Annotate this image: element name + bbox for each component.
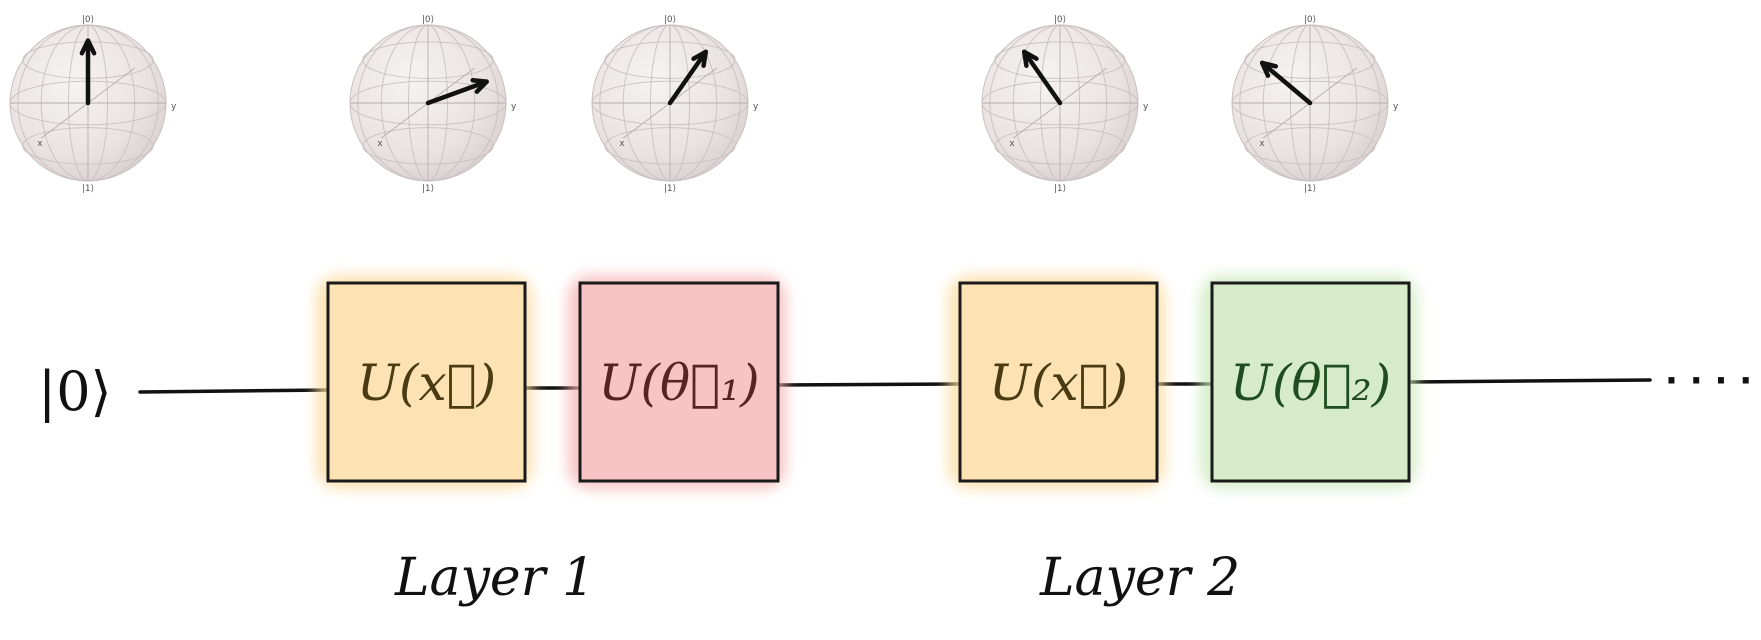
y-label: y — [1143, 102, 1149, 112]
sphere-initial: |0⟩ |1⟩ x y — [9, 15, 177, 194]
ket0-label: |0⟩ — [422, 15, 434, 25]
gate-box — [578, 281, 780, 483]
arrow-head — [1021, 49, 1039, 68]
input-state-label: |0⟩ — [38, 360, 112, 423]
sphere-after-layer-1: |0⟩ |1⟩ x y — [591, 15, 759, 194]
y-label: y — [511, 102, 517, 112]
state-vector-arrow — [1021, 49, 1063, 106]
state-vector-arrow — [425, 79, 489, 106]
x-label: x — [1009, 139, 1015, 149]
x-label: x — [1259, 139, 1265, 149]
arrow-head — [691, 49, 709, 68]
gate-label: U(θ⃗₁) — [598, 354, 759, 412]
bloch-sphere-row: |0⟩ |1⟩ x y |0⟩ |1⟩ x y |0⟩ |1⟩ x y |0⟩ |1⟩ x y |0⟩ |1⟩ x y — [9, 15, 1399, 194]
x-label: x — [619, 139, 625, 149]
y-label: y — [753, 102, 759, 112]
layer-1-label: Layer 1 — [394, 548, 595, 608]
sphere-after-encoding-1: |0⟩ |1⟩ x y — [349, 15, 517, 194]
state-vector-arrow — [667, 49, 709, 106]
sphere-after-layer-2: |0⟩ |1⟩ x y — [1231, 15, 1399, 194]
gate-2: U(θ⃗₁) — [568, 275, 786, 489]
y-label: y — [1393, 102, 1399, 112]
gate-label: U(θ⃗₂) — [1230, 354, 1391, 412]
gate-1: U(x⃗) — [316, 275, 533, 489]
x-label: x — [377, 139, 383, 149]
gate-4: U(θ⃗₂) — [1200, 275, 1417, 489]
state-vector-arrow — [1259, 60, 1313, 106]
ket1-label: |1⟩ — [422, 184, 434, 194]
quantum-wire — [138, 378, 1652, 394]
ket0-label: |0⟩ — [664, 15, 676, 25]
gate-label: U(x⃗) — [989, 354, 1128, 412]
gate-box — [958, 281, 1159, 483]
x-label: x — [37, 139, 43, 149]
ket1-label: |1⟩ — [1054, 184, 1066, 194]
gate-label: U(x⃗) — [357, 354, 496, 412]
ket0-label: |0⟩ — [82, 15, 94, 25]
y-label: y — [171, 102, 177, 112]
gate-3: U(x⃗) — [948, 275, 1165, 489]
ket0-label: |0⟩ — [1304, 15, 1316, 25]
ellipsis: · · · · — [1665, 361, 1752, 401]
gate-box — [1210, 281, 1411, 483]
ket1-label: |1⟩ — [1304, 184, 1316, 194]
arrow-head — [1259, 60, 1279, 78]
arrow-head — [79, 38, 97, 56]
gate-sequence: U(x⃗) U(θ⃗₁) U(x⃗) U(θ⃗₂) — [316, 275, 1417, 489]
ket1-label: |1⟩ — [82, 184, 94, 194]
layer-2-label: Layer 2 — [1039, 548, 1240, 608]
ket0-label: |0⟩ — [1054, 15, 1066, 25]
sphere-after-encoding-2: |0⟩ |1⟩ x y — [981, 15, 1149, 194]
gate-box — [326, 281, 527, 483]
ket1-label: |1⟩ — [664, 184, 676, 194]
arrow-head — [470, 77, 489, 94]
wire-segments — [138, 378, 1652, 394]
